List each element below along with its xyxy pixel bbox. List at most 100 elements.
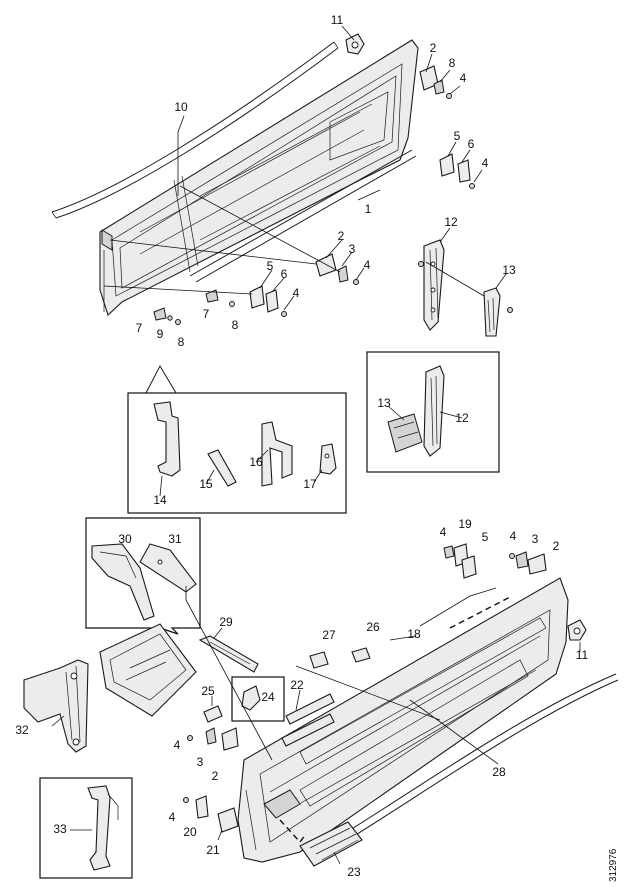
trim-strip-part-22 [281, 693, 335, 747]
handle-part-33 [87, 785, 119, 871]
bracket-2-center [315, 253, 337, 277]
callout-2-center: 2 [337, 229, 345, 243]
callout-6-top: 6 [467, 137, 475, 151]
bracket-21 [217, 807, 239, 833]
screw-pillar [418, 261, 424, 267]
screw-4-center [353, 279, 359, 285]
callout-32: 32 [15, 723, 29, 737]
dashed-line-top [449, 595, 513, 629]
screw-4-mid [469, 183, 475, 189]
bracket-5-top [439, 153, 455, 177]
callout-16: 16 [249, 455, 263, 469]
bracket-20 [195, 795, 209, 819]
callout-13-top: 13 [502, 263, 516, 277]
pad-part-26 [351, 647, 371, 663]
callout-8-top: 8 [448, 56, 456, 70]
callout-24: 24 [261, 690, 275, 704]
callout-6-left: 6 [280, 267, 288, 281]
callout-4-center: 4 [363, 258, 371, 272]
clip-7-center [205, 289, 219, 303]
callout-2-lower: 2 [552, 539, 560, 553]
callout-31: 31 [168, 532, 182, 546]
screw-4-top [446, 93, 452, 99]
bracket-2-lower-left [221, 727, 239, 751]
callout-5-top: 5 [453, 129, 461, 143]
callout-30: 30 [118, 532, 132, 546]
callout-29: 29 [219, 615, 233, 629]
upper-sill [189, 149, 413, 277]
clip-8-top [433, 79, 445, 95]
screw-4-lower-left [187, 735, 193, 741]
bracket-5-lower [461, 555, 477, 579]
callout-9: 9 [156, 327, 164, 341]
screw-4-bottom [183, 797, 189, 803]
screw-8-center [229, 301, 235, 307]
screw-8-left [175, 319, 181, 325]
pillar-part-12 [423, 239, 445, 331]
screw-4-lower [509, 553, 515, 559]
clip-3-lower [515, 551, 529, 569]
callout-11-top: 11 [330, 13, 344, 27]
callout-5-left: 5 [266, 259, 274, 273]
upper-panel-part-1 [99, 39, 419, 316]
upper-sill-edge [195, 155, 417, 283]
callout-4-bottom: 4 [168, 810, 176, 824]
bracket-part-13 [483, 287, 501, 337]
callout-4-lower: 4 [509, 529, 517, 543]
callout-1: 1 [364, 202, 372, 216]
step-part-23 [299, 821, 363, 867]
hinge-bracket-11-top [345, 33, 365, 55]
callout-4-lower-right: 4 [439, 525, 447, 539]
callout-13-detail: 13 [377, 396, 391, 410]
callout-20: 20 [183, 825, 197, 839]
bracket-2-lower [527, 553, 547, 575]
clip-3-lower-left [205, 727, 217, 745]
callout-12-detail: 12 [455, 411, 469, 425]
callout-21: 21 [206, 843, 220, 857]
screw-4-left [281, 311, 287, 317]
callout-2-top: 2 [429, 41, 437, 55]
callout-27: 27 [322, 628, 336, 642]
bracket-part-32 [23, 659, 89, 753]
callout-3-center: 3 [348, 242, 356, 256]
callout-15: 15 [199, 477, 213, 491]
clip-7-left [153, 307, 167, 321]
callout-2-lower-left: 2 [211, 769, 219, 783]
detail-pillar-assembly [387, 365, 445, 457]
detail-pointer [145, 364, 177, 394]
callout-4-top: 4 [459, 71, 467, 85]
callout-33: 33 [53, 822, 67, 836]
clamp-part-24 [241, 685, 261, 711]
detail-brackets [153, 401, 337, 487]
callout-28: 28 [492, 765, 506, 779]
bracket-6-left [265, 289, 279, 313]
callout-5-lower: 5 [481, 530, 489, 544]
screw-4-lower-right [443, 545, 455, 559]
callout-25: 25 [201, 684, 215, 698]
seal-strip-part-10 [51, 41, 339, 219]
leader-lines [51, 25, 581, 865]
hinge-bracket-11-lower [567, 619, 587, 641]
compartment-tray [99, 623, 197, 717]
bracket-5-left [249, 285, 265, 309]
callout-7-left: 7 [135, 321, 143, 335]
callout-3-lower-left: 3 [196, 755, 204, 769]
callout-4-left: 4 [292, 286, 300, 300]
lower-panel-part-18 [237, 577, 569, 863]
nut-9 [167, 315, 173, 321]
callout-7-center: 7 [202, 307, 210, 321]
reference-number: 312976 [608, 848, 619, 882]
callout-22: 22 [290, 678, 304, 692]
pad-part-27 [309, 651, 329, 669]
callout-18: 18 [407, 627, 421, 641]
cover-part-31 [139, 543, 197, 593]
callout-17: 17 [303, 477, 317, 491]
callout-14: 14 [153, 493, 167, 507]
detail-box-handle [39, 777, 133, 879]
housing-part-30 [91, 543, 155, 621]
callout-11-lower: 11 [575, 648, 589, 662]
callout-4-mid: 4 [481, 156, 489, 170]
callout-26: 26 [366, 620, 380, 634]
seal-strip-part-28 [349, 673, 619, 837]
